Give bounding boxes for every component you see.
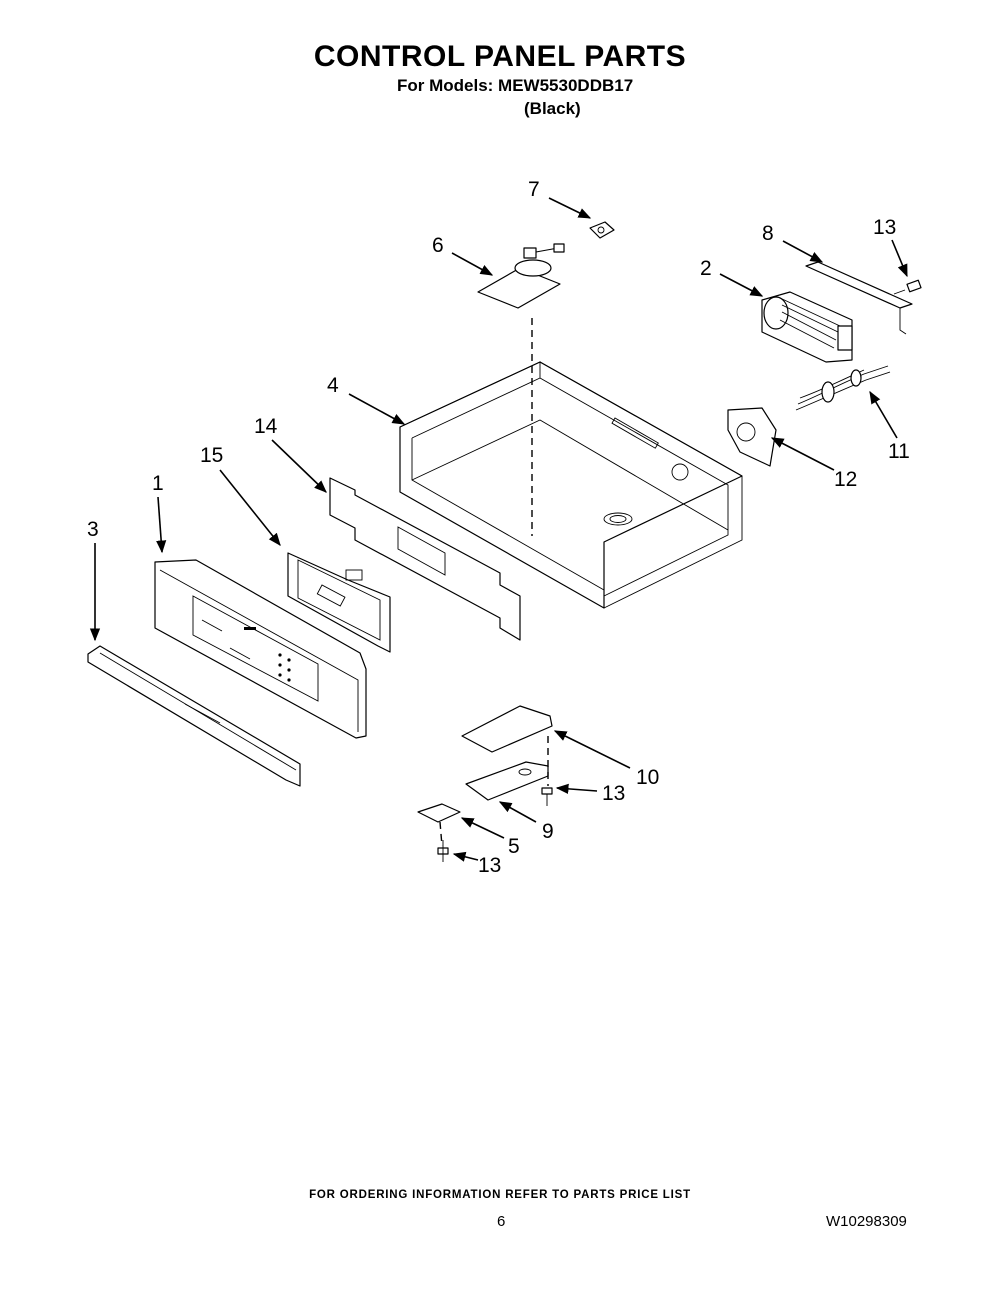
callout-2: 2	[700, 257, 712, 280]
small-switch	[589, 221, 615, 239]
screw-top	[893, 279, 922, 295]
callout-13: 13	[478, 854, 501, 877]
callout-9: 9	[542, 820, 554, 843]
callout-8: 8	[762, 222, 774, 245]
control-console	[154, 559, 367, 739]
callout-5: 5	[508, 835, 520, 858]
relay-assembly	[477, 243, 565, 309]
document-number: W10298309	[826, 1213, 907, 1230]
rear-panel	[329, 477, 521, 641]
control-housing	[399, 361, 743, 609]
upper-bracket	[461, 705, 553, 753]
callout-7: 7	[528, 178, 540, 201]
callout-1: 1	[152, 472, 164, 495]
screw-middle	[541, 787, 553, 806]
wire-harness	[795, 365, 891, 411]
callout-15: 15	[200, 444, 223, 467]
callout-12: 12	[834, 468, 857, 491]
callout-13: 13	[873, 216, 896, 239]
control-board	[287, 552, 391, 653]
small-clip	[417, 803, 461, 823]
model-variant: (Black)	[524, 99, 581, 118]
page-number: 6	[497, 1213, 506, 1230]
screw-bottom	[437, 840, 449, 862]
callout-3: 3	[87, 518, 99, 541]
cover-plate	[727, 407, 777, 467]
callout-4: 4	[327, 374, 339, 397]
leader-arrows	[89, 197, 908, 862]
callout-14: 14	[254, 415, 278, 438]
model-line: For Models: MEW5530DDB17	[397, 76, 634, 95]
callout-6: 6	[432, 234, 444, 257]
callout-13: 13	[602, 782, 625, 805]
callout-labels: 7 6 8 13 2 4 11 12 14 15 1 3 10 13 9 5 1…	[87, 178, 910, 877]
callout-10: 10	[636, 766, 659, 789]
fan-bracket	[805, 261, 913, 335]
alignment-line	[439, 821, 443, 847]
callout-11: 11	[888, 440, 910, 463]
ordering-note: FOR ORDERING INFORMATION REFER TO PARTS …	[309, 1189, 691, 1201]
page-title: CONTROL PANEL PARTS	[313, 40, 687, 73]
lower-bracket	[465, 761, 549, 801]
trim-strip	[87, 645, 301, 787]
cooling-fan	[761, 291, 853, 363]
